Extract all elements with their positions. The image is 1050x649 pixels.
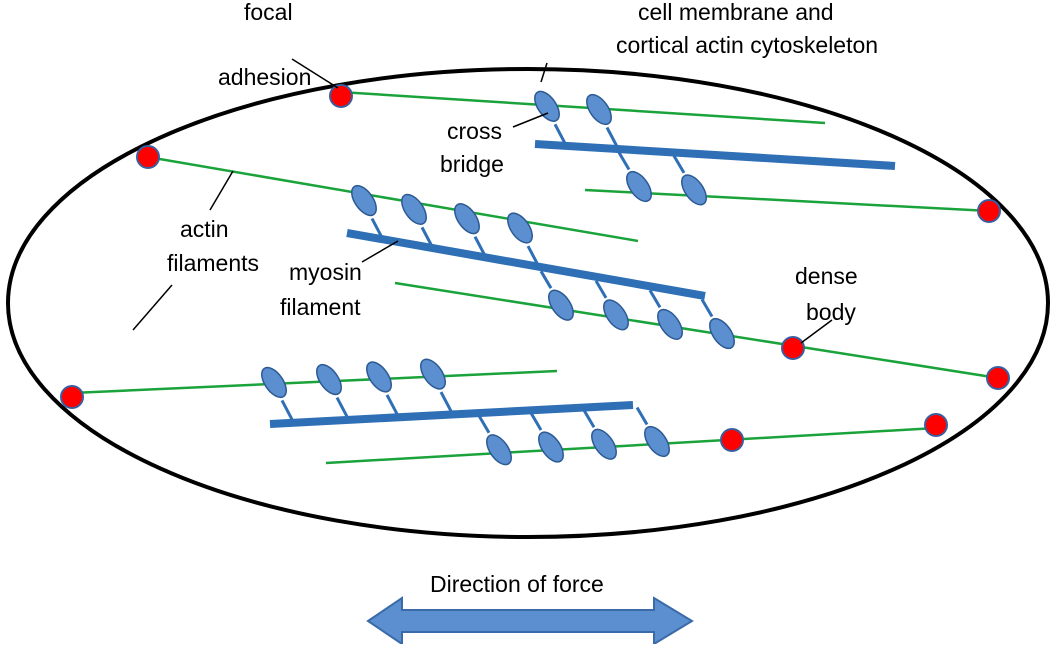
myosin-neck (672, 155, 686, 174)
actin-filament-2 (147, 155, 639, 243)
myosin-neck (529, 412, 543, 431)
label-direction-of-force: Direction of force (430, 571, 604, 597)
myosin-head (586, 93, 612, 126)
label-filaments: filaments (167, 250, 259, 276)
cell-membrane-ellipse (6, 67, 1050, 539)
label-pointers (132, 58, 833, 344)
label-dense: dense (795, 263, 858, 289)
myosin-neck (617, 151, 631, 171)
myosin-neck (700, 298, 714, 318)
actin-filament-1 (339, 90, 826, 125)
myosin-neck (539, 270, 553, 289)
actin-filament-4 (394, 281, 999, 380)
myosin-head (507, 212, 533, 244)
myosin-head (316, 363, 342, 396)
myosin-head (644, 425, 670, 458)
myosin-head (261, 366, 287, 399)
dense-body-pointer (800, 319, 833, 344)
dense-body-7 (720, 428, 744, 452)
dense-body-4 (781, 336, 805, 360)
myosin-neck (420, 226, 434, 248)
myosin-head (548, 289, 574, 321)
label-focal: focal (244, 0, 293, 25)
myosin-neck (335, 396, 349, 418)
myosin-head (591, 428, 617, 460)
myosin-filament-3 (269, 401, 634, 428)
myosin-head (534, 90, 560, 122)
myosin-neck (635, 406, 649, 426)
myosin-neck (526, 245, 540, 266)
myosin-neck (370, 217, 384, 239)
actin-pointer (209, 170, 234, 211)
dense-body-6 (60, 385, 84, 409)
myosin-neck (553, 123, 567, 145)
myosin-filaments (261, 90, 896, 466)
label-cross: cross (447, 118, 502, 144)
myosin-neck (594, 280, 608, 299)
actin-pointer-2 (132, 284, 173, 331)
myosin-head (454, 203, 480, 235)
myosin-neck (477, 414, 491, 434)
actin-filament-5 (71, 369, 558, 395)
myosin-head (401, 193, 427, 225)
myosin-head (420, 358, 446, 390)
myosin-neck (439, 391, 453, 412)
myosin-neck (582, 409, 596, 429)
actin-filaments (71, 90, 999, 465)
myosin-head (366, 361, 392, 393)
myosin-filament-1 (534, 140, 896, 170)
myosin-neck (605, 126, 619, 148)
label-bridge: bridge (440, 151, 504, 177)
myosin-head (603, 299, 629, 331)
membrane-pointer (540, 62, 548, 83)
myosin-pointer (361, 240, 399, 263)
label-membrane-line2: cortical actin cytoskeleton (616, 32, 878, 58)
label-membrane-line1: cell membrane and (638, 0, 834, 25)
myosin-head (681, 174, 707, 206)
actin-filament-3 (584, 188, 991, 213)
dense-body-5 (986, 366, 1010, 390)
dense-body-3 (977, 199, 1001, 223)
label-actin: actin (180, 216, 229, 242)
myosin-head (626, 170, 652, 203)
myosin-head (657, 308, 683, 340)
myosin-neck (473, 235, 487, 257)
dense-body-1 (329, 84, 353, 108)
myosin-head (351, 184, 377, 217)
myosin-head (709, 317, 735, 350)
myosin-filament-2 (346, 229, 706, 300)
myosin-head (486, 434, 512, 466)
focal-adhesion-pointer (291, 58, 339, 89)
label-myosin: myosin (289, 259, 362, 285)
label-body: body (806, 299, 856, 325)
dense-body-2 (136, 145, 160, 169)
label-adhesion: adhesion (218, 64, 311, 90)
label-myosin-filament: filament (280, 294, 361, 320)
dense-body-8 (924, 413, 948, 437)
labels: focal adhesion cell membrane and cortica… (167, 0, 878, 597)
cross-bridge-pointer (512, 112, 549, 128)
myosin-neck (385, 394, 399, 415)
direction-of-force-arrow (366, 596, 694, 646)
myosin-neck (280, 399, 294, 421)
myosin-neck (648, 289, 662, 309)
myosin-head (538, 431, 564, 463)
actin-filament-6 (325, 426, 937, 465)
dense-bodies (60, 84, 1010, 452)
